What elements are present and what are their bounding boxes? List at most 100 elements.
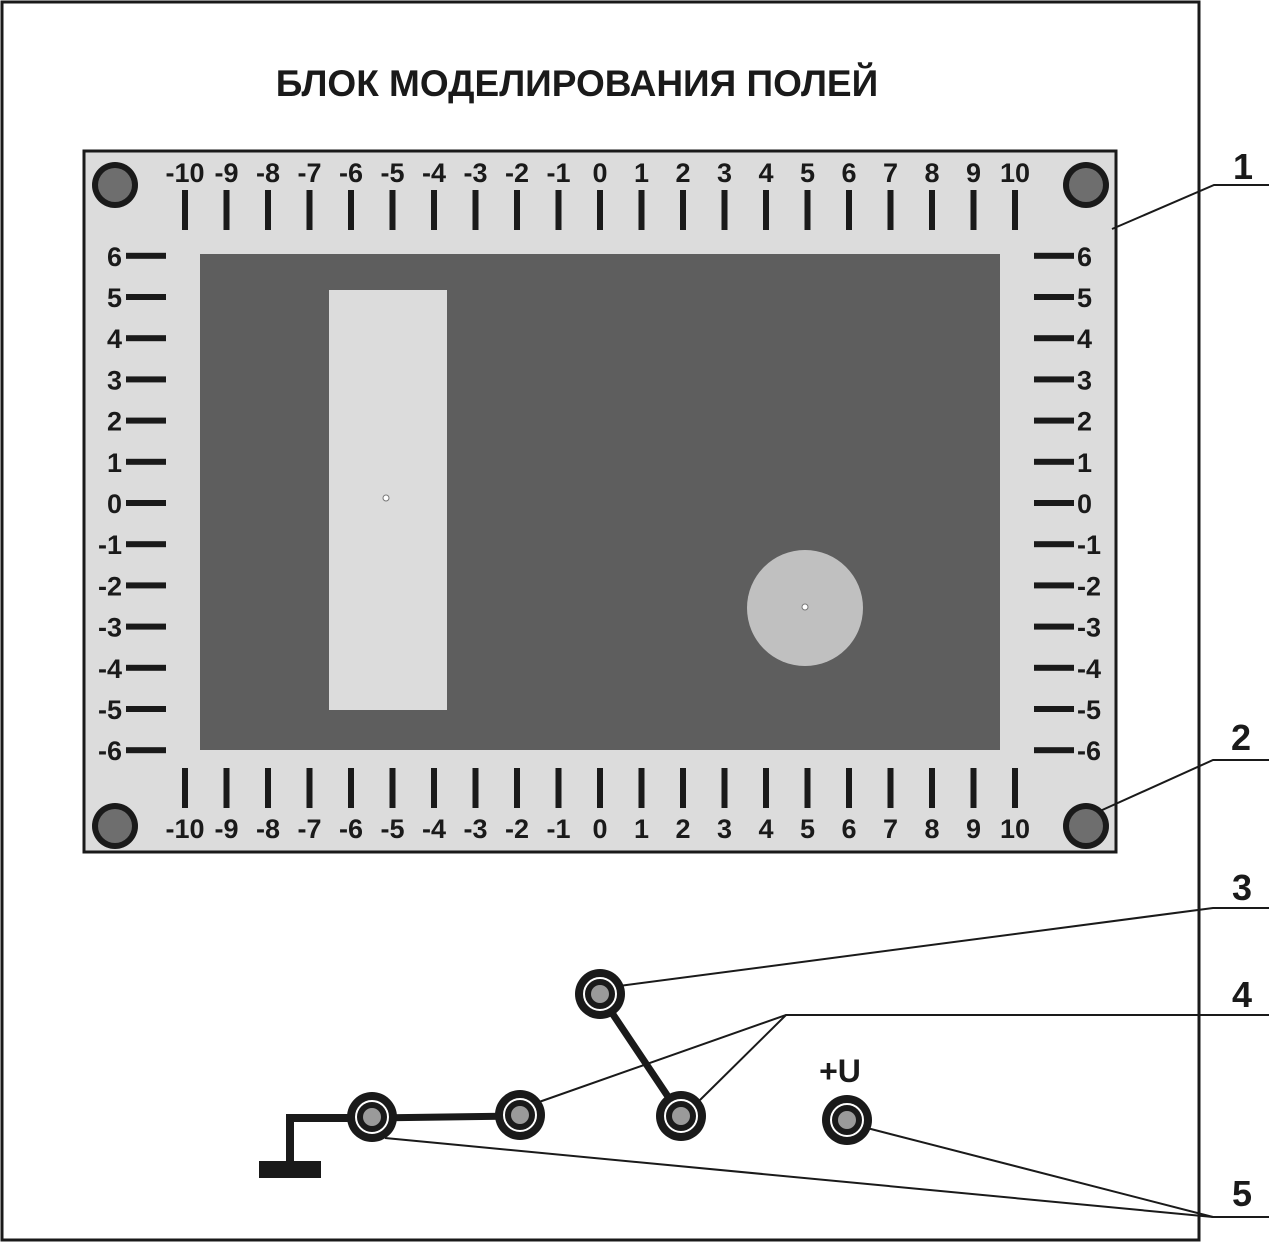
x-tick-top [680,190,686,230]
x-tick-bottom [1012,768,1018,808]
jack-probe [575,969,625,1019]
y-tick-label-left: -3 [98,613,122,643]
y-tick-label-left: 3 [107,365,122,395]
x-tick-label-bottom: 1 [634,814,649,844]
y-tick-label-right: -6 [1077,736,1101,766]
x-tick-bottom [763,768,769,808]
y-tick-right [1034,252,1074,259]
y-tick-right [1034,541,1074,548]
leader-3 [618,907,1269,987]
x-tick-label-bottom: 6 [841,814,856,844]
corner-screw-bottom-left [92,803,138,849]
y-tick-left [126,376,166,383]
x-tick-label-bottom: -8 [256,814,280,844]
x-tick-bottom [306,768,313,808]
y-tick-right [1034,706,1074,712]
x-tick-bottom [887,768,894,808]
y-tick-right [1034,664,1074,671]
x-tick-top [721,190,728,230]
x-tick-top [555,190,562,230]
y-tick-label-right: 2 [1077,407,1092,437]
y-tick-label-left: -5 [98,695,122,725]
x-tick-label-bottom: -3 [463,814,487,844]
x-tick-label-top: 6 [841,158,856,188]
x-tick-bottom [638,768,645,808]
x-tick-top [970,190,977,230]
y-tick-label-left: 6 [107,242,122,272]
x-tick-bottom [389,768,396,808]
x-tick-label-bottom: -6 [339,814,363,844]
y-tick-right [1034,500,1074,506]
y-tick-label-right: 6 [1077,242,1092,272]
y-tick-label-right: 5 [1077,283,1092,313]
leader-2 [1099,759,1269,812]
x-tick-top [306,190,313,230]
x-tick-top [389,190,396,230]
y-tick-right [1034,747,1074,754]
x-tick-label-bottom: 3 [717,814,732,844]
x-tick-bottom [804,768,811,808]
x-tick-top [182,190,188,230]
x-tick-label-bottom: -7 [297,814,321,844]
y-tick-right [1034,417,1074,424]
ground-symbol [259,1161,321,1178]
y-tick-label-left: -6 [98,736,122,766]
callout-2: 2 [1231,717,1251,758]
x-tick-bottom [680,768,686,808]
y-tick-label-left: 4 [107,324,122,354]
x-tick-label-top: -7 [297,158,321,188]
x-tick-top [265,190,271,230]
corner-screw-bottom-right [1063,803,1109,849]
y-tick-right [1034,294,1074,300]
x-tick-label-top: -8 [256,158,280,188]
x-tick-bottom [597,768,603,808]
x-tick-label-top: -9 [214,158,238,188]
y-tick-left [126,541,166,548]
x-tick-label-bottom: -9 [214,814,238,844]
x-tick-label-top: -10 [165,158,204,188]
x-tick-label-top: 5 [800,158,815,188]
y-tick-label-left: 1 [107,448,122,478]
y-tick-right [1034,582,1074,589]
leader-4b [699,1014,787,1101]
y-tick-label-right: -2 [1077,571,1101,601]
x-tick-label-top: -5 [380,158,404,188]
x-tick-top [472,190,479,230]
x-tick-label-bottom: 0 [592,814,607,844]
y-tick-left [126,458,166,465]
x-tick-label-top: 1 [634,158,649,188]
y-tick-label-right: 1 [1077,448,1092,478]
x-tick-label-bottom: 5 [800,814,815,844]
leader-1 [1111,184,1269,230]
x-tick-bottom [555,768,562,808]
x-tick-top [597,190,603,230]
circular-electrode-center [801,603,809,611]
x-tick-label-top: 10 [1000,158,1030,188]
callout-5: 5 [1232,1173,1252,1214]
jack-lower [656,1091,706,1141]
y-tick-left [126,294,166,300]
x-tick-bottom [223,768,230,808]
voltage-label: +U [819,1053,861,1089]
y-tick-left [126,417,166,424]
y-tick-label-left: 2 [107,407,122,437]
jack-middle [495,1090,545,1140]
corner-screw-top-right [1063,162,1109,208]
x-tick-label-top: 0 [592,158,607,188]
y-tick-label-left: 0 [107,489,122,519]
y-tick-right [1034,458,1074,465]
x-tick-top [887,190,894,230]
y-tick-label-right: -5 [1077,695,1101,725]
rectangular-electrode-center [382,494,390,502]
x-tick-bottom [348,768,354,808]
ground-wire [286,1114,372,1166]
leader-lines [384,184,1269,1218]
y-tick-label-right: 4 [1077,324,1092,354]
y-tick-left [126,706,166,712]
x-tick-label-top: 4 [758,158,773,188]
x-tick-label-bottom: -4 [422,814,446,844]
x-tick-label-top: 7 [883,158,898,188]
